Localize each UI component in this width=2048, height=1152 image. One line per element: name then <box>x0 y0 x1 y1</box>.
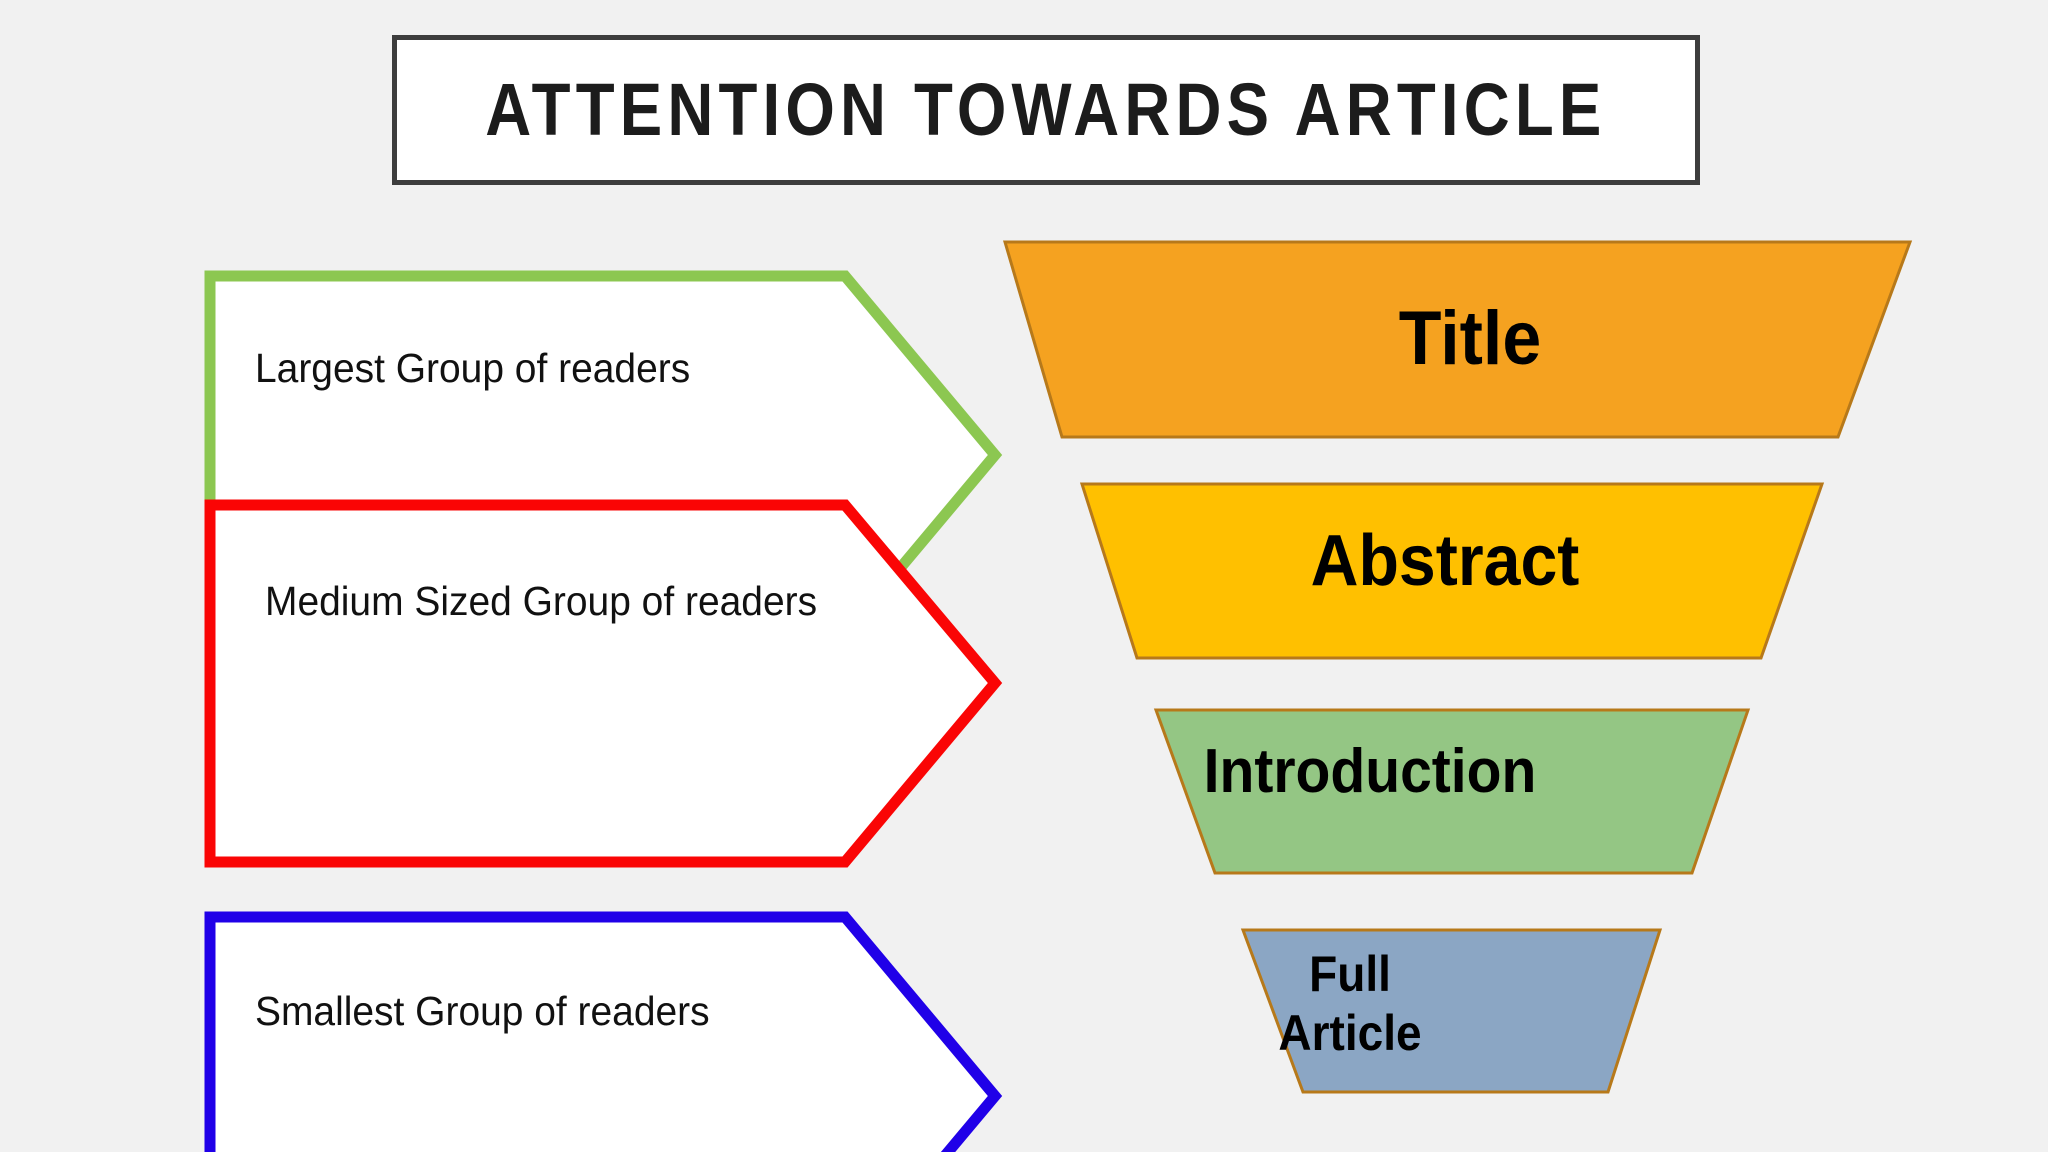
page-title: ATTENTION TOWARDS ARTICLE <box>485 68 1607 151</box>
funnel-stage-abstract-shape[interactable] <box>1079 482 1825 660</box>
funnel-stage-label-abstract: Abstract <box>1310 521 1580 601</box>
funnel-stage-label-title: Title <box>1398 296 1542 381</box>
funnel-stage-title-shape[interactable] <box>1002 240 1913 439</box>
page-title-banner: ATTENTION TOWARDS ARTICLE <box>392 35 1700 185</box>
callout-label-largest-group: Largest Group of readers <box>255 345 691 391</box>
callout-arrow-medium-group[interactable] <box>204 499 1003 868</box>
callout-arrow-smallest-group[interactable] <box>204 911 1003 1152</box>
funnel-stage-label-full-article: Full Article <box>1278 946 1422 1061</box>
funnel-stage-label-introduction: Introduction <box>1203 737 1537 806</box>
funnel-stage-full-article-shape[interactable] <box>1240 928 1663 1094</box>
funnel-stage-introduction-shape[interactable] <box>1153 708 1751 875</box>
callout-label-smallest-group: Smallest Group of readers <box>255 988 710 1034</box>
callout-label-medium-group: Medium Sized Group of readers <box>265 578 818 624</box>
